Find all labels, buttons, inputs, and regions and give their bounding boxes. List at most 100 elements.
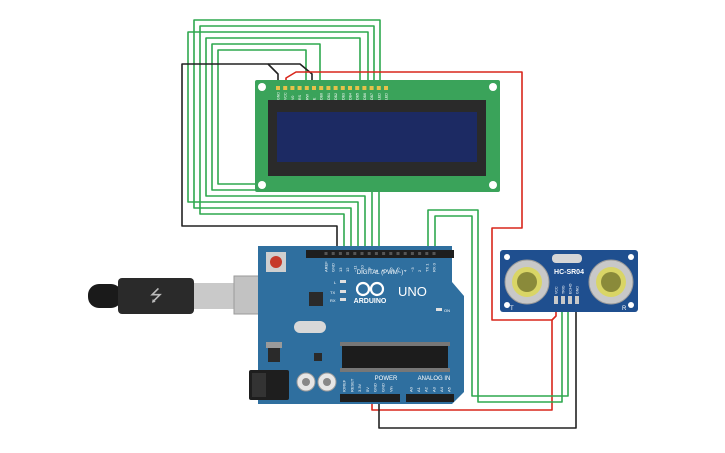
power-pin-label: GND bbox=[381, 383, 386, 392]
digital-pin[interactable] bbox=[396, 252, 400, 255]
analog-pin-label: A4 bbox=[439, 386, 444, 392]
power-header bbox=[340, 394, 400, 402]
lcd-pin[interactable] bbox=[276, 86, 280, 90]
sensor-pin[interactable] bbox=[568, 296, 572, 304]
digital-pin-label: RX 0 bbox=[432, 262, 437, 272]
lcd-pin-label: LED bbox=[385, 93, 389, 100]
usb-strain-relief bbox=[88, 284, 122, 308]
lcd-pin[interactable] bbox=[283, 86, 288, 90]
lcd-pin-label: DB7 bbox=[370, 93, 374, 100]
digital-pin[interactable] bbox=[353, 252, 357, 255]
digital-pin-label: 7 bbox=[381, 269, 386, 272]
digital-header bbox=[306, 250, 454, 258]
wire-lcd-db5[interactable] bbox=[187, 31, 369, 252]
led-tx bbox=[340, 290, 346, 293]
lcd-pin[interactable] bbox=[348, 86, 352, 90]
lcd-mount-hole-tl bbox=[258, 83, 266, 91]
digital-pin[interactable] bbox=[382, 252, 386, 255]
lcd-pin[interactable] bbox=[304, 86, 309, 90]
wire-sensor-gnd[interactable] bbox=[378, 304, 577, 429]
sensor-pin[interactable] bbox=[554, 296, 558, 304]
digital-pin[interactable] bbox=[432, 252, 436, 255]
sensor-pin[interactable] bbox=[575, 296, 579, 304]
digital-pin[interactable] bbox=[360, 252, 364, 255]
lcd-pin[interactable] bbox=[376, 86, 381, 90]
digital-pin[interactable] bbox=[418, 252, 422, 255]
digital-pin[interactable] bbox=[324, 252, 328, 255]
digital-pin[interactable] bbox=[389, 252, 393, 255]
wire-sensor-trig[interactable] bbox=[427, 209, 563, 403]
sensor-pin-label: VCC bbox=[555, 286, 559, 294]
power-pin-label: 5V bbox=[365, 387, 370, 392]
lcd-pin[interactable] bbox=[384, 86, 388, 90]
lcd-pin[interactable] bbox=[297, 86, 302, 90]
voltage-regulator bbox=[268, 348, 280, 362]
arduino-model: UNO bbox=[398, 284, 427, 299]
digital-pin[interactable] bbox=[410, 252, 414, 255]
digital-pin-label: 8 bbox=[374, 269, 379, 272]
led-tx-label: TX bbox=[330, 290, 335, 295]
lcd-pin[interactable] bbox=[333, 86, 338, 90]
digital-pin[interactable] bbox=[331, 252, 335, 255]
sensor-pin-label: ECHO bbox=[569, 283, 573, 294]
digital-pin[interactable] bbox=[374, 252, 378, 255]
lcd-pin[interactable] bbox=[355, 86, 360, 90]
lcd-pin-label: DB5 bbox=[356, 93, 360, 100]
lcd-pin-label: DB4 bbox=[349, 93, 353, 100]
lcd-pin[interactable] bbox=[340, 86, 345, 90]
analog-pin-label: A3 bbox=[431, 386, 436, 392]
lcd-pin-label: DB3 bbox=[341, 93, 345, 100]
capacitor-2-top bbox=[323, 378, 331, 386]
digital-pin-label: TX 1 bbox=[424, 263, 429, 272]
lcd-pin[interactable] bbox=[319, 86, 324, 90]
wire-lcd-db6[interactable] bbox=[193, 19, 381, 252]
digital-pin[interactable] bbox=[346, 252, 350, 255]
wire-sensor-echo[interactable] bbox=[434, 215, 569, 397]
lcd-pin[interactable] bbox=[290, 86, 295, 90]
lcd-pin[interactable] bbox=[369, 86, 374, 90]
digital-pin[interactable] bbox=[367, 252, 371, 255]
sensor-crystal bbox=[552, 254, 582, 263]
lcd-pin[interactable] bbox=[326, 86, 331, 90]
digital-pin[interactable] bbox=[338, 252, 342, 255]
sensor-mount-hole-br bbox=[628, 302, 634, 308]
power-label: POWER bbox=[375, 376, 398, 382]
usb-cable[interactable]: ⭍ bbox=[88, 278, 234, 314]
digital-pin[interactable] bbox=[403, 252, 407, 255]
lcd-pin-label: GND bbox=[277, 92, 281, 100]
lcd-pin-label: DB1 bbox=[327, 93, 331, 100]
lcd-pin[interactable] bbox=[362, 86, 367, 90]
usb-metal-shell bbox=[194, 283, 234, 309]
wire-lcd-gnd[interactable] bbox=[181, 63, 338, 252]
usb-plug-body bbox=[118, 278, 194, 314]
wire-lcd-rs[interactable] bbox=[217, 49, 380, 252]
digital-pin[interactable] bbox=[425, 252, 429, 255]
led-l bbox=[340, 280, 346, 283]
lcd-pin-label: LED bbox=[377, 93, 381, 100]
lcd-pin-label: VCC bbox=[284, 92, 288, 100]
usb-icon: ⭍ bbox=[149, 286, 162, 305]
wire-lcd-db7[interactable] bbox=[199, 25, 375, 252]
small-component bbox=[314, 353, 322, 361]
wire-5v-main[interactable] bbox=[285, 71, 553, 411]
digital-pin-label: ~9 bbox=[367, 267, 372, 272]
led-l-label: L bbox=[334, 280, 337, 285]
lcd-pin[interactable] bbox=[312, 86, 316, 90]
atmega-chip bbox=[342, 346, 448, 368]
wire-lcd-e[interactable] bbox=[211, 43, 373, 252]
analog-pin-label: A2 bbox=[424, 386, 429, 392]
transmitter-transducer bbox=[504, 259, 550, 305]
power-pin-label: Vin bbox=[388, 386, 393, 392]
power-pin-label: GND bbox=[373, 383, 378, 392]
power-jack-inner bbox=[252, 373, 266, 397]
on-led bbox=[436, 308, 442, 311]
lcd-pin-label: E bbox=[313, 97, 317, 100]
power-pin-label: RESET bbox=[349, 378, 354, 392]
wire-lcd-db4[interactable] bbox=[205, 37, 366, 252]
reset-button[interactable] bbox=[270, 256, 282, 268]
sensor-pin[interactable] bbox=[561, 296, 565, 304]
